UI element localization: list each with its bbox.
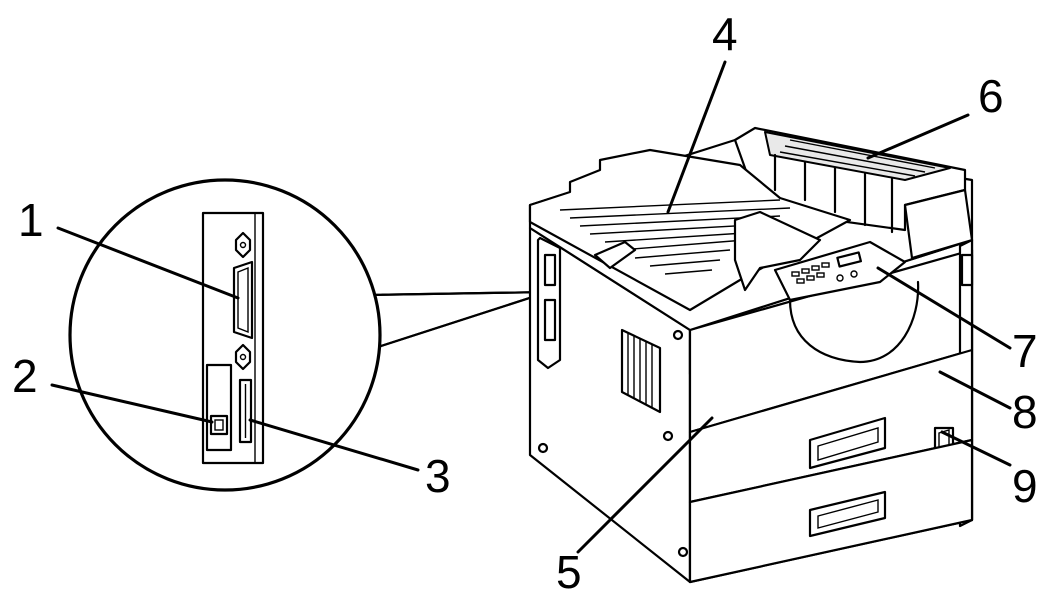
callout-8: 8 xyxy=(1012,386,1038,438)
callout-numbers: 1 2 3 4 5 6 7 8 9 xyxy=(12,8,1038,595)
leader-line-4 xyxy=(666,60,727,214)
leader-line-5 xyxy=(576,416,714,554)
interface-board-panel xyxy=(201,211,265,465)
callout-3: 3 xyxy=(425,450,451,502)
ethernet-port xyxy=(205,363,233,452)
callout-9: 9 xyxy=(1012,460,1038,512)
callout-1: 1 xyxy=(18,194,44,246)
callout-5: 5 xyxy=(556,546,582,595)
magnifier-circle xyxy=(68,178,382,492)
leader-line-2 xyxy=(50,383,214,424)
interface-slot xyxy=(238,378,253,444)
callout-7: 7 xyxy=(1012,325,1038,377)
leader-line-1 xyxy=(56,226,240,300)
leader-line-7 xyxy=(876,266,1012,350)
callout-4: 4 xyxy=(712,8,738,60)
leader-line-8 xyxy=(938,370,1012,410)
callout-2: 2 xyxy=(12,350,38,402)
leader-lines xyxy=(50,60,1012,554)
callout-6: 6 xyxy=(978,70,1004,122)
control-panel xyxy=(773,240,907,302)
leader-line-9 xyxy=(940,430,1012,467)
leader-line-3 xyxy=(248,418,420,472)
interface-detail-magnifier xyxy=(68,178,550,492)
standard-output-tray xyxy=(528,148,852,312)
leader-line-6 xyxy=(866,113,970,160)
parallel-port-connector xyxy=(232,231,254,371)
printer-body xyxy=(528,126,974,584)
side-vent-grille xyxy=(620,328,662,414)
